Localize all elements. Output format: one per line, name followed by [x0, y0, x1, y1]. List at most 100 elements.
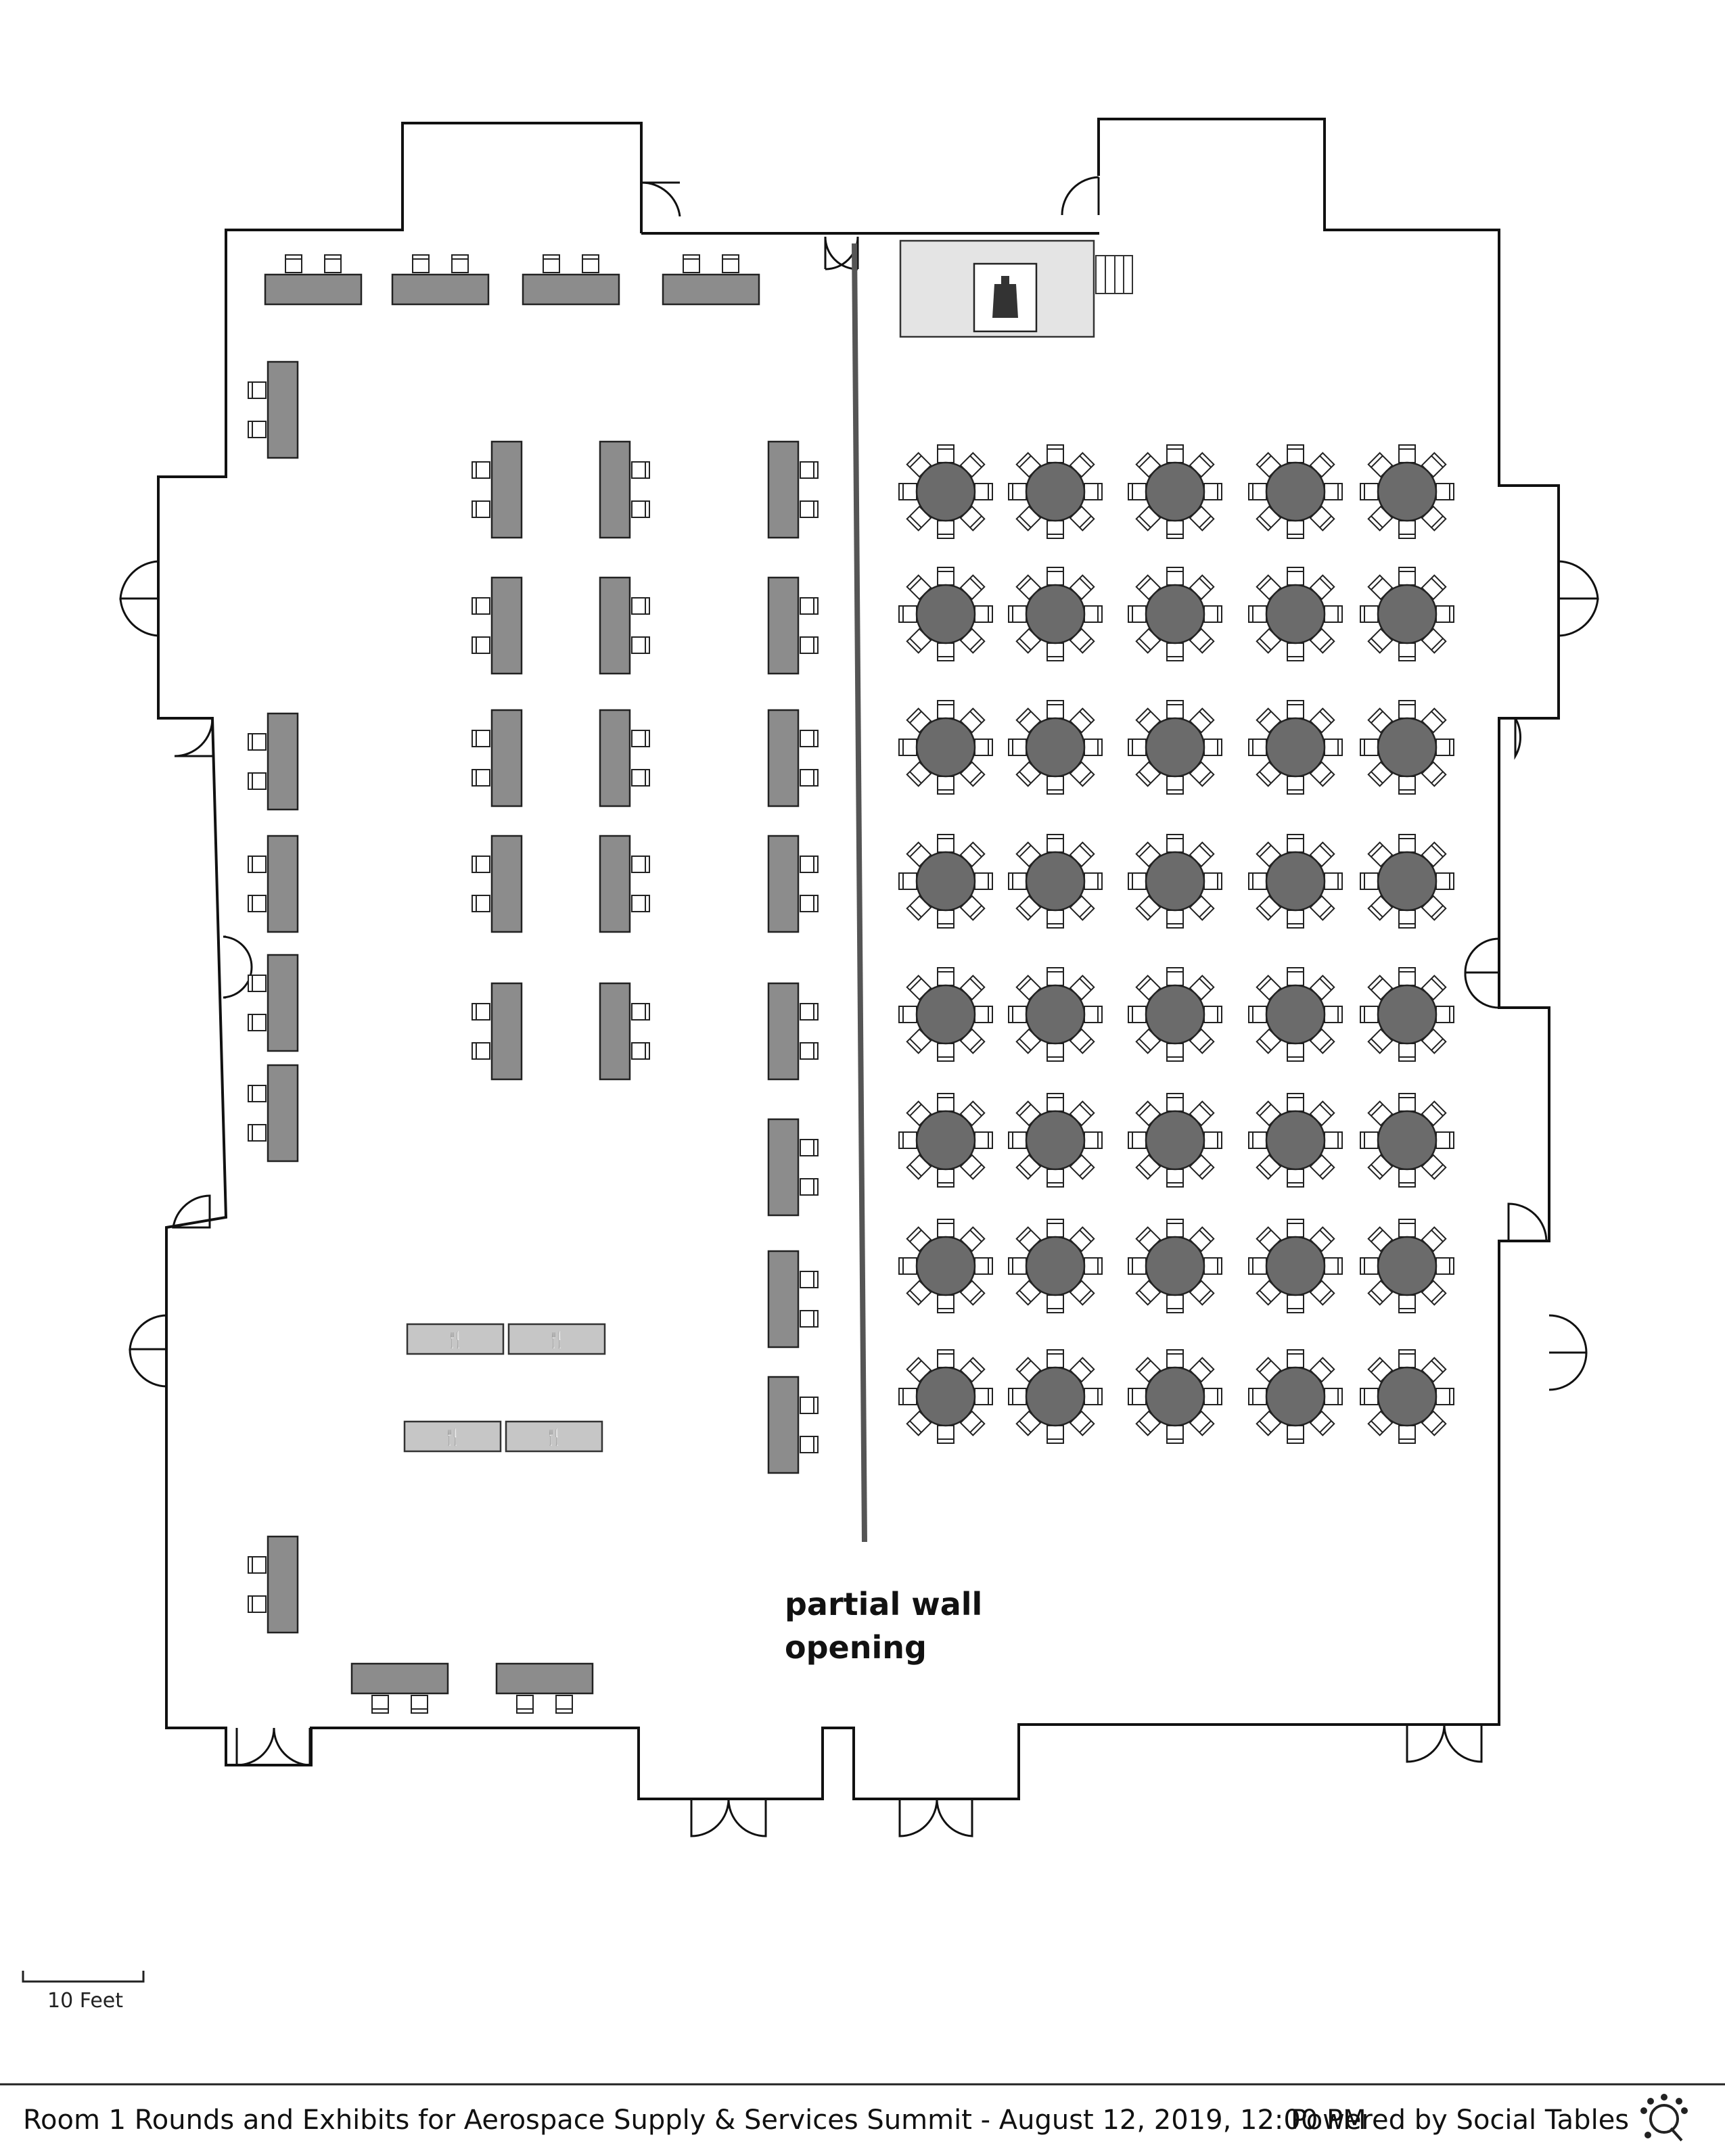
- exhibit-table-icon: [248, 713, 298, 810]
- buffet-icon: [507, 1323, 606, 1355]
- round-table-icon: [1249, 1219, 1342, 1313]
- door-icon: [172, 1194, 211, 1229]
- annotation-line-2: opening: [785, 1629, 927, 1666]
- round-table-icon: [1360, 1094, 1454, 1187]
- exhibit-table-icon: [768, 1119, 818, 1215]
- scale-bar: 10 Feet: [22, 1971, 145, 2013]
- round-table-icon: [1249, 445, 1342, 538]
- exhibit-table-icon: [600, 710, 649, 806]
- round-table-icon: [1009, 701, 1102, 794]
- footer-credit: Powered by Social Tables: [1291, 2105, 1629, 2136]
- scale-label: 10 Feet: [47, 1989, 123, 2013]
- round-table-icon: [899, 1219, 992, 1313]
- round-table-icon: [1249, 701, 1342, 794]
- exhibit-table-icon: [768, 710, 818, 806]
- door-icon: [174, 718, 214, 757]
- exhibit-table-icon: [600, 442, 649, 538]
- round-tables: [899, 445, 1454, 1443]
- round-table-icon: [1249, 1350, 1342, 1443]
- doors: [119, 176, 1599, 1837]
- door-icon: [223, 935, 253, 999]
- round-table-icon: [1128, 1219, 1222, 1313]
- round-table-icon: [899, 445, 992, 538]
- door-icon: [129, 1314, 167, 1388]
- room-walls: [157, 118, 1560, 1800]
- round-table-icon: [1009, 1350, 1102, 1443]
- exhibit-table-icon: [472, 578, 522, 674]
- round-table-icon: [1009, 567, 1102, 661]
- exhibit-table-icon: [768, 1251, 818, 1347]
- exhibit-table-icon: [768, 442, 818, 538]
- door-icon: [1507, 1202, 1548, 1242]
- round-table-icon: [1128, 968, 1222, 1061]
- exhibit-table-icon: [472, 836, 522, 932]
- door-icon: [641, 181, 681, 217]
- social-tables-logo-icon: [1640, 2094, 1688, 2142]
- round-table-icon: [1009, 1094, 1102, 1187]
- round-table-icon: [1128, 1350, 1222, 1443]
- round-table-icon: [899, 1350, 992, 1443]
- buffet-tables: [403, 1323, 606, 1453]
- stairs-icon: [1095, 255, 1133, 294]
- exhibit-table-icon: [768, 983, 818, 1079]
- round-table-icon: [1360, 701, 1454, 794]
- door-icon: [235, 1727, 311, 1766]
- buffet-icon: [406, 1323, 505, 1355]
- exhibit-table-icon: [472, 983, 522, 1079]
- exhibit-table-icon: [248, 362, 298, 458]
- round-table-icon: [1128, 701, 1222, 794]
- door-icon: [690, 1798, 767, 1837]
- exhibit-table-icon: [352, 1664, 448, 1713]
- round-table-icon: [1360, 567, 1454, 661]
- exhibit-table-icon: [248, 1537, 298, 1633]
- buffet-icon: [403, 1420, 502, 1453]
- round-table-icon: [1128, 1094, 1222, 1187]
- round-table-icon: [899, 835, 992, 928]
- exhibit-table-icon: [663, 255, 759, 304]
- round-table-icon: [1249, 567, 1342, 661]
- exhibit-table-icon: [248, 836, 298, 932]
- exhibit-table-icon: [600, 836, 649, 932]
- door-icon: [1514, 718, 1522, 760]
- exhibit-table-icon: [472, 442, 522, 538]
- round-table-icon: [899, 701, 992, 794]
- exhibit-table-icon: [248, 1065, 298, 1161]
- round-table-icon: [1128, 835, 1222, 928]
- round-table-icon: [1128, 567, 1222, 661]
- door-icon: [1061, 176, 1100, 216]
- round-table-icon: [1009, 1219, 1102, 1313]
- round-table-icon: [1249, 1094, 1342, 1187]
- round-table-icon: [1009, 968, 1102, 1061]
- round-table-icon: [1128, 445, 1222, 538]
- door-icon: [1464, 937, 1500, 1009]
- round-table-icon: [1009, 835, 1102, 928]
- exhibit-table-icon: [768, 1377, 818, 1473]
- door-icon: [898, 1798, 973, 1837]
- exhibit-table-icon: [523, 255, 619, 304]
- partition-wall: [852, 243, 867, 1543]
- footer-title: Room 1 Rounds and Exhibits for Aerospace…: [23, 2105, 1366, 2136]
- exhibit-table-icon: [497, 1664, 593, 1713]
- exhibit-table-icon: [248, 955, 298, 1051]
- stage: [899, 239, 1133, 338]
- round-table-icon: [899, 1094, 992, 1187]
- door-icon: [119, 560, 159, 637]
- door-icon: [1406, 1724, 1483, 1763]
- round-table-icon: [1360, 835, 1454, 928]
- annotation-line-1: partial wall: [785, 1586, 982, 1622]
- exhibit-table-icon: [600, 983, 649, 1079]
- exhibit-tables: [248, 255, 818, 1713]
- exhibit-table-icon: [768, 578, 818, 674]
- door-icon: [824, 236, 859, 271]
- round-table-icon: [1360, 1350, 1454, 1443]
- exhibit-table-icon: [768, 836, 818, 932]
- round-table-icon: [899, 968, 992, 1061]
- round-table-icon: [1249, 968, 1342, 1061]
- buffet-icon: [505, 1420, 603, 1453]
- exhibit-table-icon: [600, 578, 649, 674]
- exhibit-table-icon: [472, 710, 522, 806]
- door-icon: [1548, 1314, 1588, 1391]
- round-table-icon: [899, 567, 992, 661]
- exhibit-table-icon: [265, 255, 361, 304]
